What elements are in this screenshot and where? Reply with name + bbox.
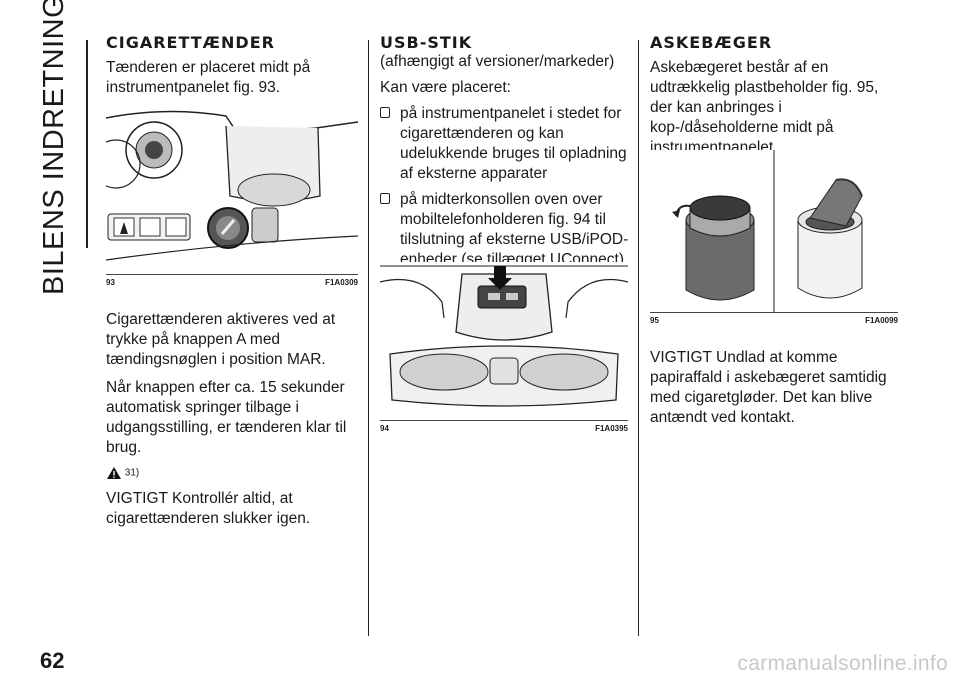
- intro-text: Tænderen er placeret midt på instrumentp…: [106, 59, 311, 96]
- cigarette-lighter-illustration: [91, 110, 359, 274]
- figure-95: 95 F1A0099: [650, 150, 898, 325]
- warning-note: 31): [106, 466, 366, 481]
- section-title: BILENS INDRETNING: [38, 0, 70, 295]
- checkbox-bullet-icon: [380, 193, 390, 204]
- ashtray-body: VIGTIGT Undlad at komme papiraffald i as…: [650, 348, 902, 428]
- subtitle: (afhængigt af versioner/markeder): [380, 53, 615, 70]
- figure-number: 95: [650, 316, 659, 325]
- paragraph: Når knappen efter ca. 15 sekunder automa…: [106, 379, 347, 456]
- watermark: carmanualsonline.info: [737, 652, 948, 675]
- figure-code: F1A0309: [325, 278, 358, 287]
- figure-code: F1A0395: [595, 424, 628, 433]
- list-item: på midterkonsollen oven over mobiltelefo…: [380, 190, 634, 270]
- usb-section: USB-STIK (afhængigt af versioner/markede…: [380, 34, 634, 270]
- figure-number: 94: [380, 424, 389, 433]
- cigarette-lighter-section: CIGARETTÆNDER Tænderen er placeret midt …: [106, 34, 364, 98]
- cigarette-lighter-body: Cigarettænderen aktiveres ved at trykke …: [106, 310, 366, 529]
- warning-reference: 31): [124, 467, 140, 479]
- column-divider: [368, 40, 369, 636]
- ashtray-section: ASKEBÆGER Askebægeret består af en udtræ…: [650, 34, 902, 158]
- figure-93: 93 F1A0309: [91, 110, 359, 287]
- page-number: 62: [40, 648, 65, 673]
- section-rule: [86, 40, 88, 248]
- checkbox-bullet-icon: [380, 107, 390, 118]
- intro-text: Kan være placeret:: [380, 79, 511, 96]
- paragraph: Cigarettænderen aktiveres ved at trykke …: [106, 311, 336, 368]
- section-heading: USB-STIK: [380, 33, 473, 52]
- column-divider: [638, 40, 639, 636]
- usb-port-illustration: [379, 262, 629, 420]
- figure-94: 94 F1A0395: [379, 262, 629, 433]
- intro-text: Askebægeret består af en udtrækkelig pla…: [650, 59, 879, 156]
- list-item: på instrumentpanelet i stedet for cigare…: [380, 104, 634, 184]
- section-heading: ASKEBÆGER: [650, 33, 773, 52]
- section-heading: CIGARETTÆNDER: [106, 33, 275, 52]
- paragraph: VIGTIGT Undlad at komme papiraffald i as…: [650, 349, 887, 426]
- figure-code: F1A0099: [865, 316, 898, 325]
- warning-icon: [107, 467, 121, 479]
- list-item-text: på instrumentpanelet i stedet for cigare…: [400, 105, 627, 182]
- list-item-text: på midterkonsollen oven over mobiltelefo…: [400, 191, 629, 268]
- ashtray-illustration: [650, 150, 898, 312]
- paragraph: VIGTIGT Kontrollér altid, at cigarettænd…: [106, 489, 311, 527]
- figure-number: 93: [106, 278, 115, 287]
